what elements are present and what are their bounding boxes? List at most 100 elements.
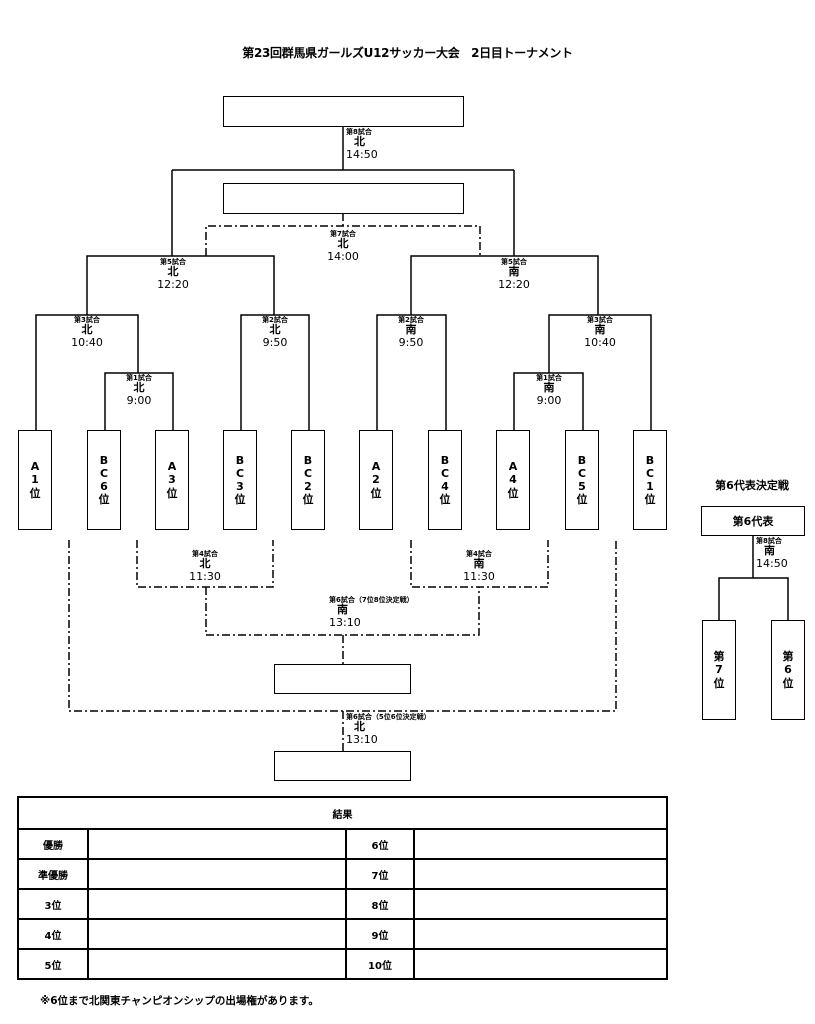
team-label-line: 位 <box>166 486 178 500</box>
rep-playoff-title: 第6代表決定戦 <box>715 479 789 492</box>
team-label-line: B <box>440 453 450 467</box>
team-label-line: B <box>99 453 109 467</box>
team-label-line: C <box>577 466 587 480</box>
team-label-line: A <box>167 460 177 474</box>
result-team-cell[interactable] <box>87 858 347 890</box>
team-label-line: 位 <box>302 493 314 507</box>
team-label-line: 位 <box>507 486 519 500</box>
game-label-g6-7th8th: 第6試合（7位8位決定戦） 南 13:10 <box>329 596 414 629</box>
team-label-line: 位 <box>439 493 451 507</box>
team-label-line: C <box>235 466 245 480</box>
game-label-g5-north: 第5試合 北 12:20 <box>157 258 189 291</box>
team-label-line: A <box>371 460 381 474</box>
result-team-cell[interactable] <box>87 888 347 920</box>
result-rank-label: 4位 <box>17 918 89 950</box>
line-rep-bracket <box>718 577 789 620</box>
rep-team-label-line: 7 <box>715 663 723 677</box>
result-team-cell[interactable] <box>87 828 347 860</box>
footnote: ※6位まで北関東チャンピオンシップの出場権があります。 <box>40 995 319 1007</box>
team-label-line: 4 <box>509 473 517 487</box>
line-g3-north <box>35 314 139 430</box>
line-g5-south <box>410 255 599 315</box>
game-label-g4-south: 第4試合 南 11:30 <box>463 550 495 583</box>
team-label-line: 位 <box>234 493 246 507</box>
game-label-g3-north: 第3試合 北 10:40 <box>71 316 103 349</box>
results-row: 準優勝 7位 <box>17 858 668 890</box>
line-g2-south <box>376 314 447 430</box>
results-row: 4位 9位 <box>17 918 668 950</box>
third-place-box <box>223 183 464 214</box>
result-team-cell[interactable] <box>87 948 347 980</box>
team-label-line: 6 <box>100 480 108 493</box>
result-team-cell[interactable] <box>413 948 668 980</box>
team-label-line: C <box>440 466 450 480</box>
result-team-cell[interactable] <box>87 918 347 950</box>
game-label-g6-5th6th: 第6試合（5位6位決定戦） 北 13:10 <box>346 713 431 746</box>
result-team-cell[interactable] <box>413 858 668 890</box>
result-team-cell[interactable] <box>413 828 668 860</box>
team-label-line: B <box>577 453 587 467</box>
team-label-line: 3 <box>236 480 244 493</box>
team-label-line: 位 <box>98 493 110 507</box>
team-label-line: 5 <box>578 480 586 493</box>
game-label-g7: 第7試合 北 14:00 <box>327 230 359 263</box>
rep-team-label-line: 6 <box>784 663 792 677</box>
page-title: 第23回群馬県ガールズU12サッカー大会 2日目トーナメント <box>242 46 573 60</box>
team-label-line: 位 <box>370 486 382 500</box>
game-label-g2-north: 第2試合 北 9:50 <box>262 316 288 349</box>
line-g4-north <box>136 540 274 588</box>
result-rank-label: 準優勝 <box>17 858 89 890</box>
result-team-cell[interactable] <box>413 888 668 920</box>
result-team-cell[interactable] <box>413 918 668 950</box>
results-header: 結果 <box>17 796 668 830</box>
team-label-line: 4 <box>441 480 449 493</box>
line-g6-7th8th <box>205 587 480 636</box>
team-label-line: B <box>235 453 245 467</box>
team-label-line: 1 <box>31 473 39 487</box>
results-row: 3位 8位 <box>17 888 668 920</box>
rep-winner-box: 第6代表 <box>701 506 805 536</box>
rep-team-label-line: 位 <box>782 676 794 690</box>
team-label-line: 2 <box>304 480 312 493</box>
rep-team-label-line: 位 <box>713 676 725 690</box>
team-label-line: C <box>99 466 109 480</box>
result-rank-label: 8位 <box>345 888 415 920</box>
team-label-line: C <box>303 466 313 480</box>
results-row: 優勝 6位 <box>17 828 668 860</box>
result-rank-label: 3位 <box>17 888 89 920</box>
champion-box <box>223 96 464 127</box>
game-label-g4-north: 第4試合 北 11:30 <box>189 550 221 583</box>
team-label-line: A <box>508 460 518 474</box>
team-label-line: 位 <box>29 486 41 500</box>
result-rank-label: 9位 <box>345 918 415 950</box>
game-label-g5-south: 第5試合 南 12:20 <box>498 258 530 291</box>
line-g5-north <box>86 255 275 315</box>
team-label-line: 3 <box>168 473 176 487</box>
game-label-final: 第8試合 北 14:50 <box>346 128 378 161</box>
seventh-place-box <box>274 664 411 694</box>
team-label-line: C <box>645 466 655 480</box>
game-label-g1-south: 第1試合 南 9:00 <box>536 374 562 407</box>
result-rank-label: 7位 <box>345 858 415 890</box>
rep-team-label-line: 第 <box>713 650 725 664</box>
team-label-line: 1 <box>646 480 654 493</box>
game-label-g3-south: 第3試合 南 10:40 <box>584 316 616 349</box>
line-g3-south <box>548 314 652 430</box>
result-rank-label: 6位 <box>345 828 415 860</box>
result-rank-label: 優勝 <box>17 828 89 860</box>
team-label-line: A <box>30 460 40 474</box>
team-label-line: 位 <box>576 493 588 507</box>
